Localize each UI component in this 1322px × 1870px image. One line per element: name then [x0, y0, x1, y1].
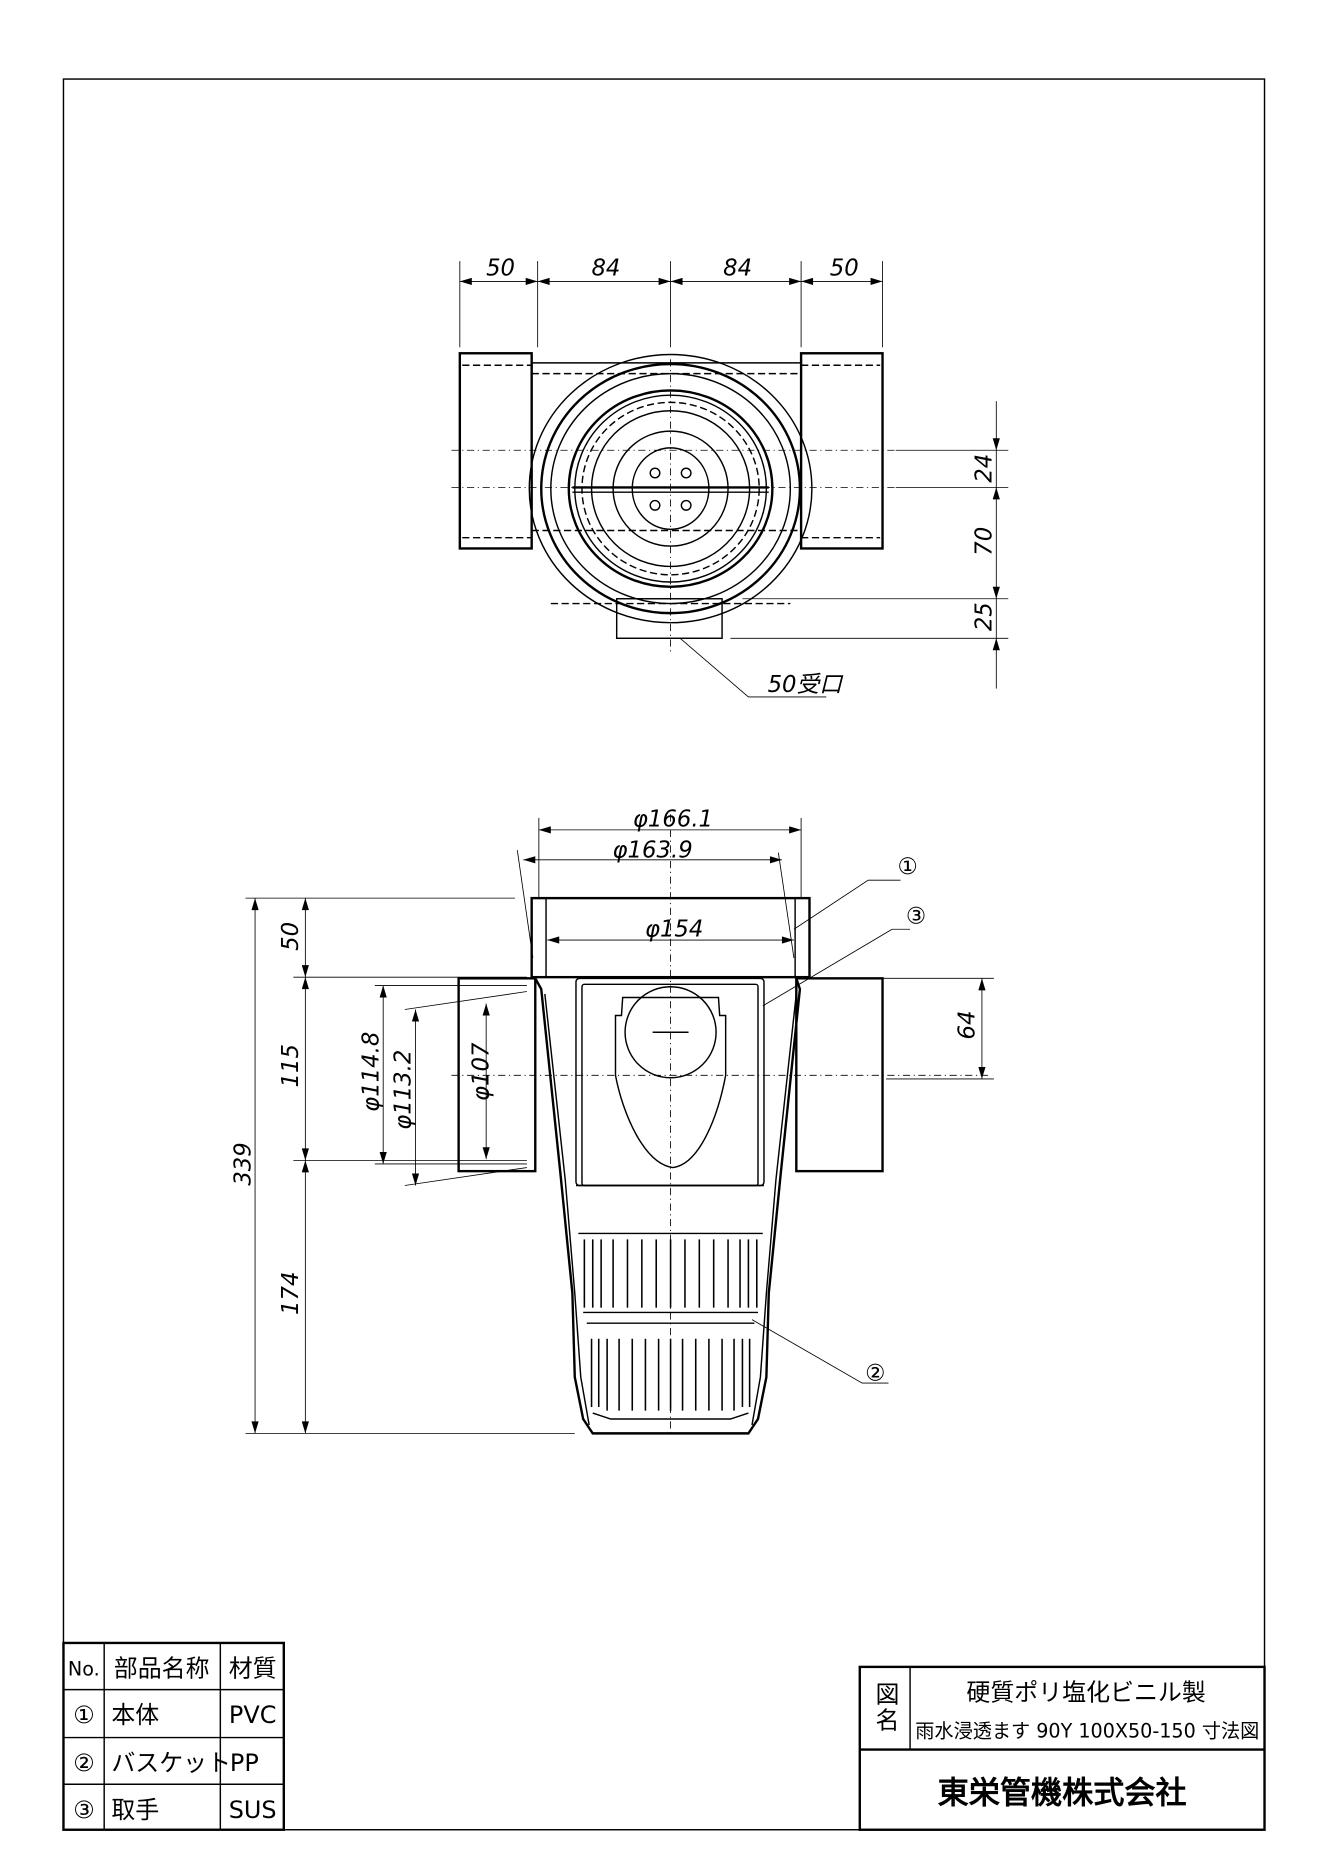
dim-top-84-left: 84	[591, 255, 620, 281]
dim-side-115: 115	[278, 1044, 304, 1087]
row3-no: ③	[73, 1796, 94, 1824]
row3-material: SUS	[229, 1796, 277, 1824]
callout-2: ②	[865, 1361, 885, 1387]
row1-name: 本体	[111, 1701, 159, 1729]
company-name: 東栄管機株式会社	[938, 1775, 1187, 1811]
dim-dia-154: φ154	[645, 916, 703, 942]
dim-side-50: 50	[278, 922, 304, 951]
dim-side-174: 174	[278, 1272, 304, 1315]
side-view: φ166.1 φ163.9 φ154	[230, 806, 994, 1437]
row1-no: ①	[73, 1701, 94, 1729]
dim-top-50-left: 50	[486, 255, 515, 281]
dim-dia-114-8: φ114.8	[358, 1032, 384, 1112]
top-dimension-lines	[459, 261, 883, 348]
row2-no: ②	[73, 1749, 94, 1777]
header-no: No.	[68, 1657, 100, 1680]
dim-dia-107: φ107	[469, 1042, 495, 1101]
sheet-frame	[62, 78, 1266, 1831]
socket-label: 50受口	[768, 672, 845, 698]
dim-top-70: 70	[972, 527, 998, 556]
dim-top-24: 24	[972, 454, 998, 483]
dim-dia-163-9: φ163.9	[613, 837, 693, 863]
basket-slats	[583, 1239, 758, 1411]
header-part-name: 部品名称	[114, 1654, 210, 1682]
dim-top-50-right: 50	[830, 255, 859, 281]
header-material: 材質	[229, 1654, 277, 1682]
top-view: 50 84 84 50	[451, 255, 1009, 698]
dim-dia-113-2: φ113.2	[391, 1050, 417, 1130]
title-block: 図名 硬質ポリ塩化ビニル製 雨水浸透ます 90Y 100X50-150 寸法図 …	[858, 1665, 1266, 1831]
dim-top-84-right: 84	[723, 255, 752, 281]
title-line-2: 雨水浸透ます 90Y 100X50-150 寸法図	[915, 1720, 1259, 1743]
row3-name: 取手	[111, 1796, 159, 1824]
dim-dia-166-1: φ166.1	[633, 806, 713, 832]
row1-material: PVC	[229, 1701, 277, 1729]
dim-side-339: 339	[230, 1142, 256, 1185]
title-line-1: 硬質ポリ塩化ビニル製	[966, 1678, 1205, 1706]
dim-side-64: 64	[955, 1011, 981, 1040]
title-label: 図名	[871, 1681, 899, 1734]
callout-1: ①	[897, 854, 917, 880]
row2-material: PP	[230, 1749, 259, 1777]
parts-table: No. 部品名称 材質 ① 本体 PVC ② バスケット PP ③ 取手 SUS	[62, 1641, 285, 1831]
row2-name: バスケット	[111, 1749, 231, 1777]
callout-3: ③	[906, 903, 926, 929]
dim-top-25: 25	[972, 602, 998, 631]
